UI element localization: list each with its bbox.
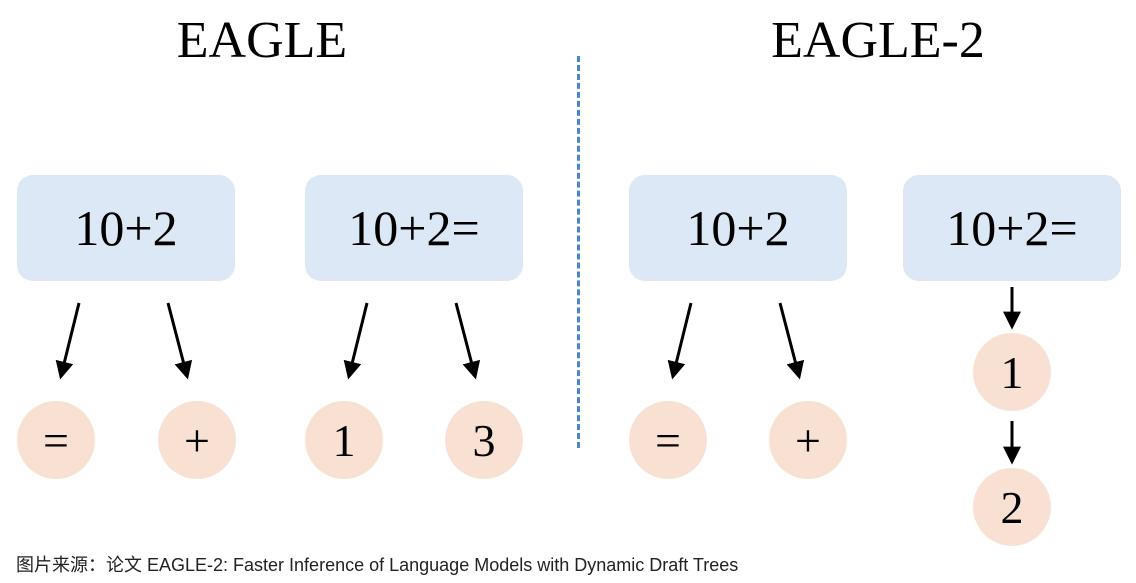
arrow-eagle2-box1-to-plus — [778, 302, 805, 380]
eagle2-chain-token-2: 2 — [973, 468, 1051, 546]
arrow-eagle2-box1-to-equals — [667, 302, 693, 380]
arrow-eagle-box2-to-3 — [454, 302, 481, 380]
eagle2-token-plus: + — [769, 401, 847, 479]
eagle-token-1: 1 — [305, 401, 383, 479]
eagle-context-box-2: 10+2= — [305, 175, 523, 281]
image-source-caption: 图片来源：论文 EAGLE-2: Faster Inference of Lan… — [16, 555, 739, 575]
eagle2-context-box-2: 10+2= — [903, 175, 1121, 281]
arrow-eagle-box1-to-equals — [55, 302, 81, 380]
arrow-eagle-box2-to-1 — [343, 302, 369, 380]
eagle2-chain-token-1: 1 — [973, 333, 1051, 411]
eagle-context-box-1: 10+2 — [17, 175, 235, 281]
eagle-2-title: EAGLE-2 — [771, 12, 985, 69]
arrow-eagle-box1-to-plus — [166, 302, 193, 380]
eagle-token-plus: + — [158, 401, 236, 479]
eagle-token-3: 3 — [445, 401, 523, 479]
eagle2-token-equals: = — [629, 401, 707, 479]
eagle2-context-box-1: 10+2 — [629, 175, 847, 281]
panel-divider — [577, 56, 580, 448]
eagle-title: EAGLE — [176, 12, 348, 69]
eagle-token-equals: = — [17, 401, 95, 479]
